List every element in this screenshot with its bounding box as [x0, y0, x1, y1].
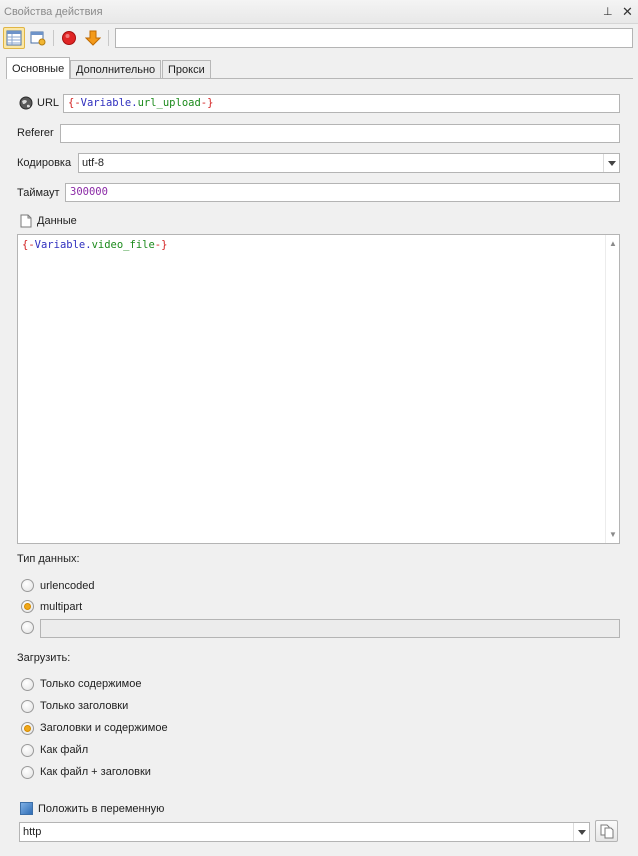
data-textarea[interactable]: {-Variable.video_file-} ▲ ▼: [17, 234, 620, 544]
document-icon: [20, 214, 32, 228]
radio-as-file[interactable]: [21, 744, 34, 757]
tab-main[interactable]: Основные: [6, 57, 71, 79]
url-brace-open: {-: [68, 97, 81, 109]
scroll-up-icon[interactable]: ▲: [609, 239, 617, 248]
radio-content-only-label[interactable]: Только содержимое: [40, 678, 142, 690]
radio-headers-only[interactable]: [21, 700, 34, 713]
arrow-down-icon: [85, 30, 101, 46]
pin-icon[interactable]: ⊥: [603, 6, 613, 18]
radio-urlencoded[interactable]: [21, 579, 34, 592]
timeout-input[interactable]: 300000: [65, 183, 620, 202]
settings-window-icon: [30, 31, 46, 46]
stop-record-button[interactable]: [58, 27, 80, 49]
tab-proxy[interactable]: Прокси: [162, 60, 211, 78]
encoding-value: utf-8: [82, 157, 105, 169]
variable-value: http: [23, 826, 42, 838]
custom-data-type-input: [40, 619, 620, 638]
tab-additional[interactable]: Дополнительно: [70, 60, 162, 78]
chevron-down-icon[interactable]: [603, 154, 619, 172]
referer-input[interactable]: [60, 124, 620, 143]
copy-variable-button[interactable]: [595, 820, 618, 842]
scroll-down-icon[interactable]: ▼: [609, 530, 617, 539]
url-input[interactable]: {-Variable.url_upload-}: [63, 94, 620, 113]
radio-multipart[interactable]: [21, 600, 34, 613]
data-content: {-Variable.video_file-}: [22, 239, 167, 251]
radio-multipart-label[interactable]: multipart: [40, 601, 83, 613]
referer-label: Referer: [17, 127, 54, 139]
properties-grid-icon: [6, 30, 22, 46]
url-var-namespace: Variable.: [80, 97, 138, 109]
save-to-variable-label: Положить в переменную: [38, 803, 165, 815]
stop-record-icon: [62, 31, 76, 45]
variable-select[interactable]: http: [19, 822, 590, 842]
radio-headers-only-label[interactable]: Только заголовки: [40, 700, 129, 712]
data-var-namespace: Variable.: [34, 239, 92, 251]
close-icon[interactable]: ✕: [622, 4, 633, 19]
radio-as-file-label[interactable]: Как файл: [40, 744, 89, 756]
panel-titlebar: Свойства действия ⊥ ✕: [0, 0, 638, 24]
move-down-button[interactable]: [82, 27, 104, 49]
encoding-select[interactable]: utf-8: [78, 153, 620, 173]
radio-headers-and-content[interactable]: [21, 722, 34, 735]
radio-custom[interactable]: [21, 621, 34, 634]
action-comment-input[interactable]: [115, 28, 633, 48]
properties-grid-button[interactable]: [3, 27, 25, 49]
panel-title: Свойства действия: [4, 6, 103, 18]
data-var-name: video_file: [91, 239, 155, 251]
encoding-label: Кодировка: [17, 157, 72, 169]
load-label: Загрузить:: [17, 652, 71, 664]
data-brace-open: {-: [22, 239, 35, 251]
radio-content-only[interactable]: [21, 678, 34, 691]
radio-as-file-headers-label[interactable]: Как файл + заголовки: [40, 766, 151, 778]
chevron-down-icon[interactable]: [573, 823, 589, 841]
data-brace-close: -}: [154, 239, 168, 251]
toolbar: [0, 25, 638, 52]
url-brace-close: -}: [200, 97, 214, 109]
url-var-name: url_upload: [137, 97, 201, 109]
settings-window-button[interactable]: [27, 27, 49, 49]
globe-icon: [19, 96, 33, 110]
data-scrollbar[interactable]: ▲ ▼: [605, 235, 619, 543]
data-type-label: Тип данных:: [17, 553, 80, 565]
radio-as-file-headers[interactable]: [21, 766, 34, 779]
variable-icon: [20, 802, 33, 815]
timeout-label: Таймаут: [17, 187, 60, 199]
radio-headers-and-content-label[interactable]: Заголовки и содержимое: [40, 722, 168, 734]
toolbar-separator: [53, 30, 54, 46]
data-label: Данные: [37, 215, 77, 227]
toolbar-separator: [108, 30, 109, 46]
radio-urlencoded-label[interactable]: urlencoded: [40, 580, 95, 592]
url-label: URL: [37, 97, 60, 109]
copy-icon: [600, 824, 613, 838]
